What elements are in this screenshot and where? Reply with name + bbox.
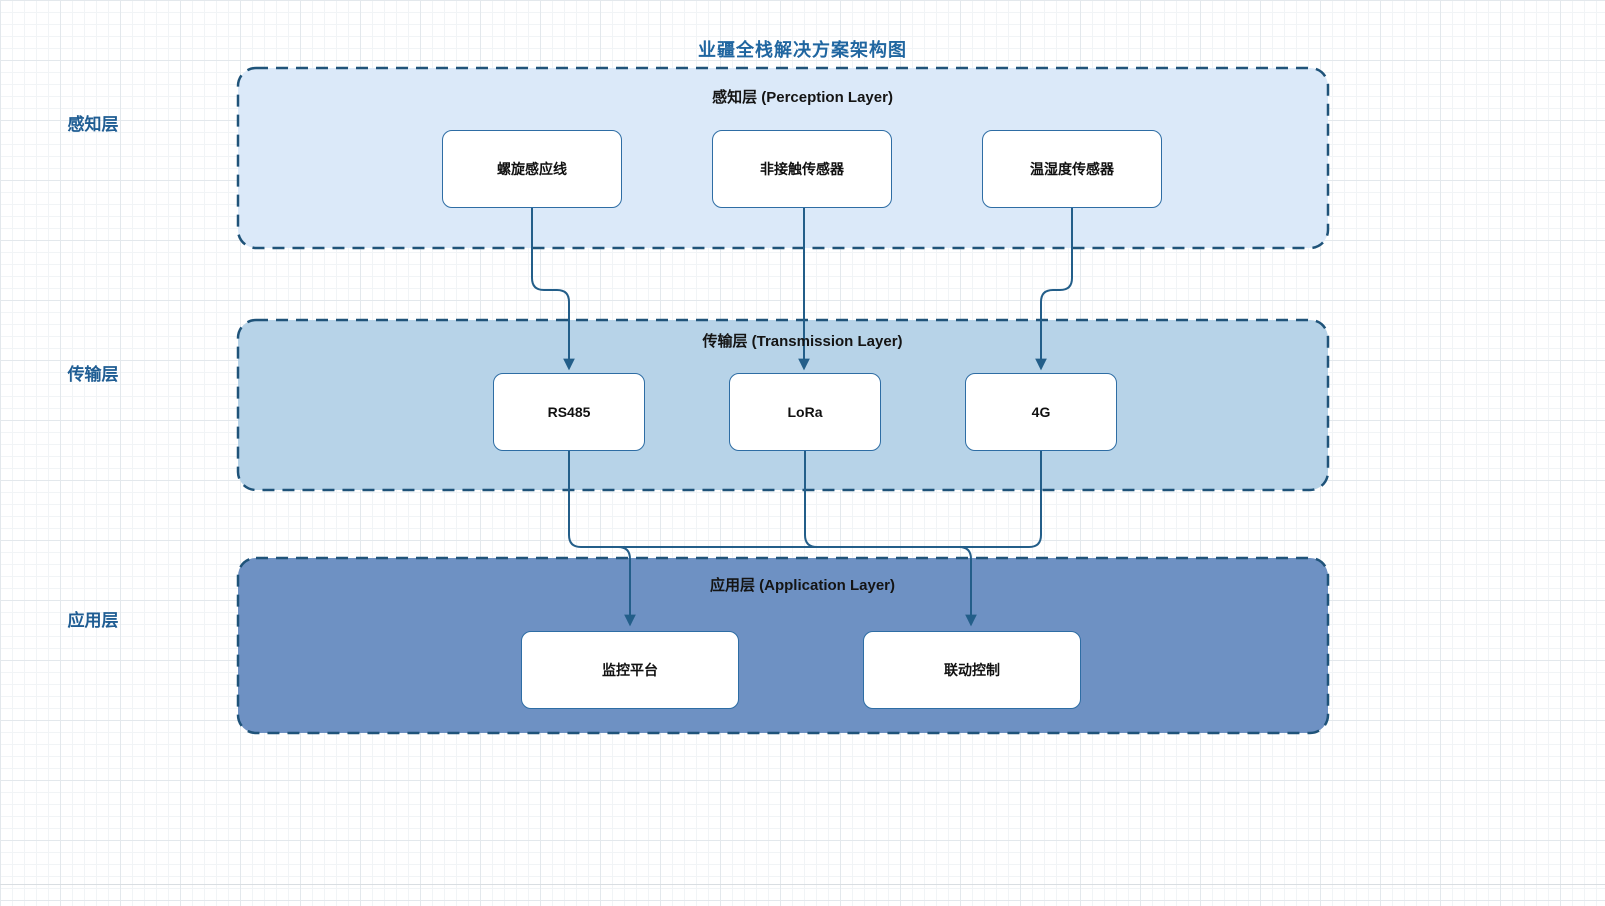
node-rs485[interactable]: RS485 xyxy=(493,373,645,451)
node-label: 温湿度传感器 xyxy=(1030,161,1114,177)
node-label: 螺旋感应线 xyxy=(497,161,567,177)
node-spiral-induction-line[interactable]: 螺旋感应线 xyxy=(442,130,622,208)
node-lora[interactable]: LoRa xyxy=(729,373,881,451)
node-4g[interactable]: 4G xyxy=(965,373,1117,451)
node-label: LoRa xyxy=(787,404,823,420)
edge-spiral-to-rs485[interactable] xyxy=(531,208,575,371)
side-label-application: 应用层 xyxy=(67,611,119,630)
node-linkage-control[interactable]: 联动控制 xyxy=(863,631,1081,709)
node-label: 4G xyxy=(1031,404,1051,420)
node-label: RS485 xyxy=(547,404,591,420)
application-layer-header: 应用层 (Application Layer) xyxy=(709,577,896,594)
diagram-title: 业疆全栈解决方案架构图 xyxy=(698,40,907,60)
side-label-perception: 感知层 xyxy=(67,115,119,134)
side-label-transmission: 传输层 xyxy=(67,365,119,384)
node-label: 联动控制 xyxy=(944,662,1000,678)
page-boundary-line xyxy=(0,884,1605,885)
perception-layer-header: 感知层 (Perception Layer) xyxy=(712,89,893,106)
edge-bus-to-linkage[interactable] xyxy=(958,546,977,627)
node-label: 监控平台 xyxy=(602,662,658,678)
node-label: 非接触传感器 xyxy=(760,161,844,177)
edge-temphumidity-to-4g[interactable] xyxy=(1035,208,1073,371)
transmission-layer-header: 传输层 (Transmission Layer) xyxy=(702,333,903,350)
node-monitoring-platform[interactable]: 监控平台 xyxy=(521,631,739,709)
edge-bus-to-monitoring[interactable] xyxy=(617,546,636,627)
edge-rs485-4g-bus[interactable] xyxy=(568,451,1042,548)
edge-lora-bus-join[interactable] xyxy=(804,451,818,548)
node-temp-humidity-sensor[interactable]: 温湿度传感器 xyxy=(982,130,1162,208)
node-contactless-sensor[interactable]: 非接触传感器 xyxy=(712,130,892,208)
